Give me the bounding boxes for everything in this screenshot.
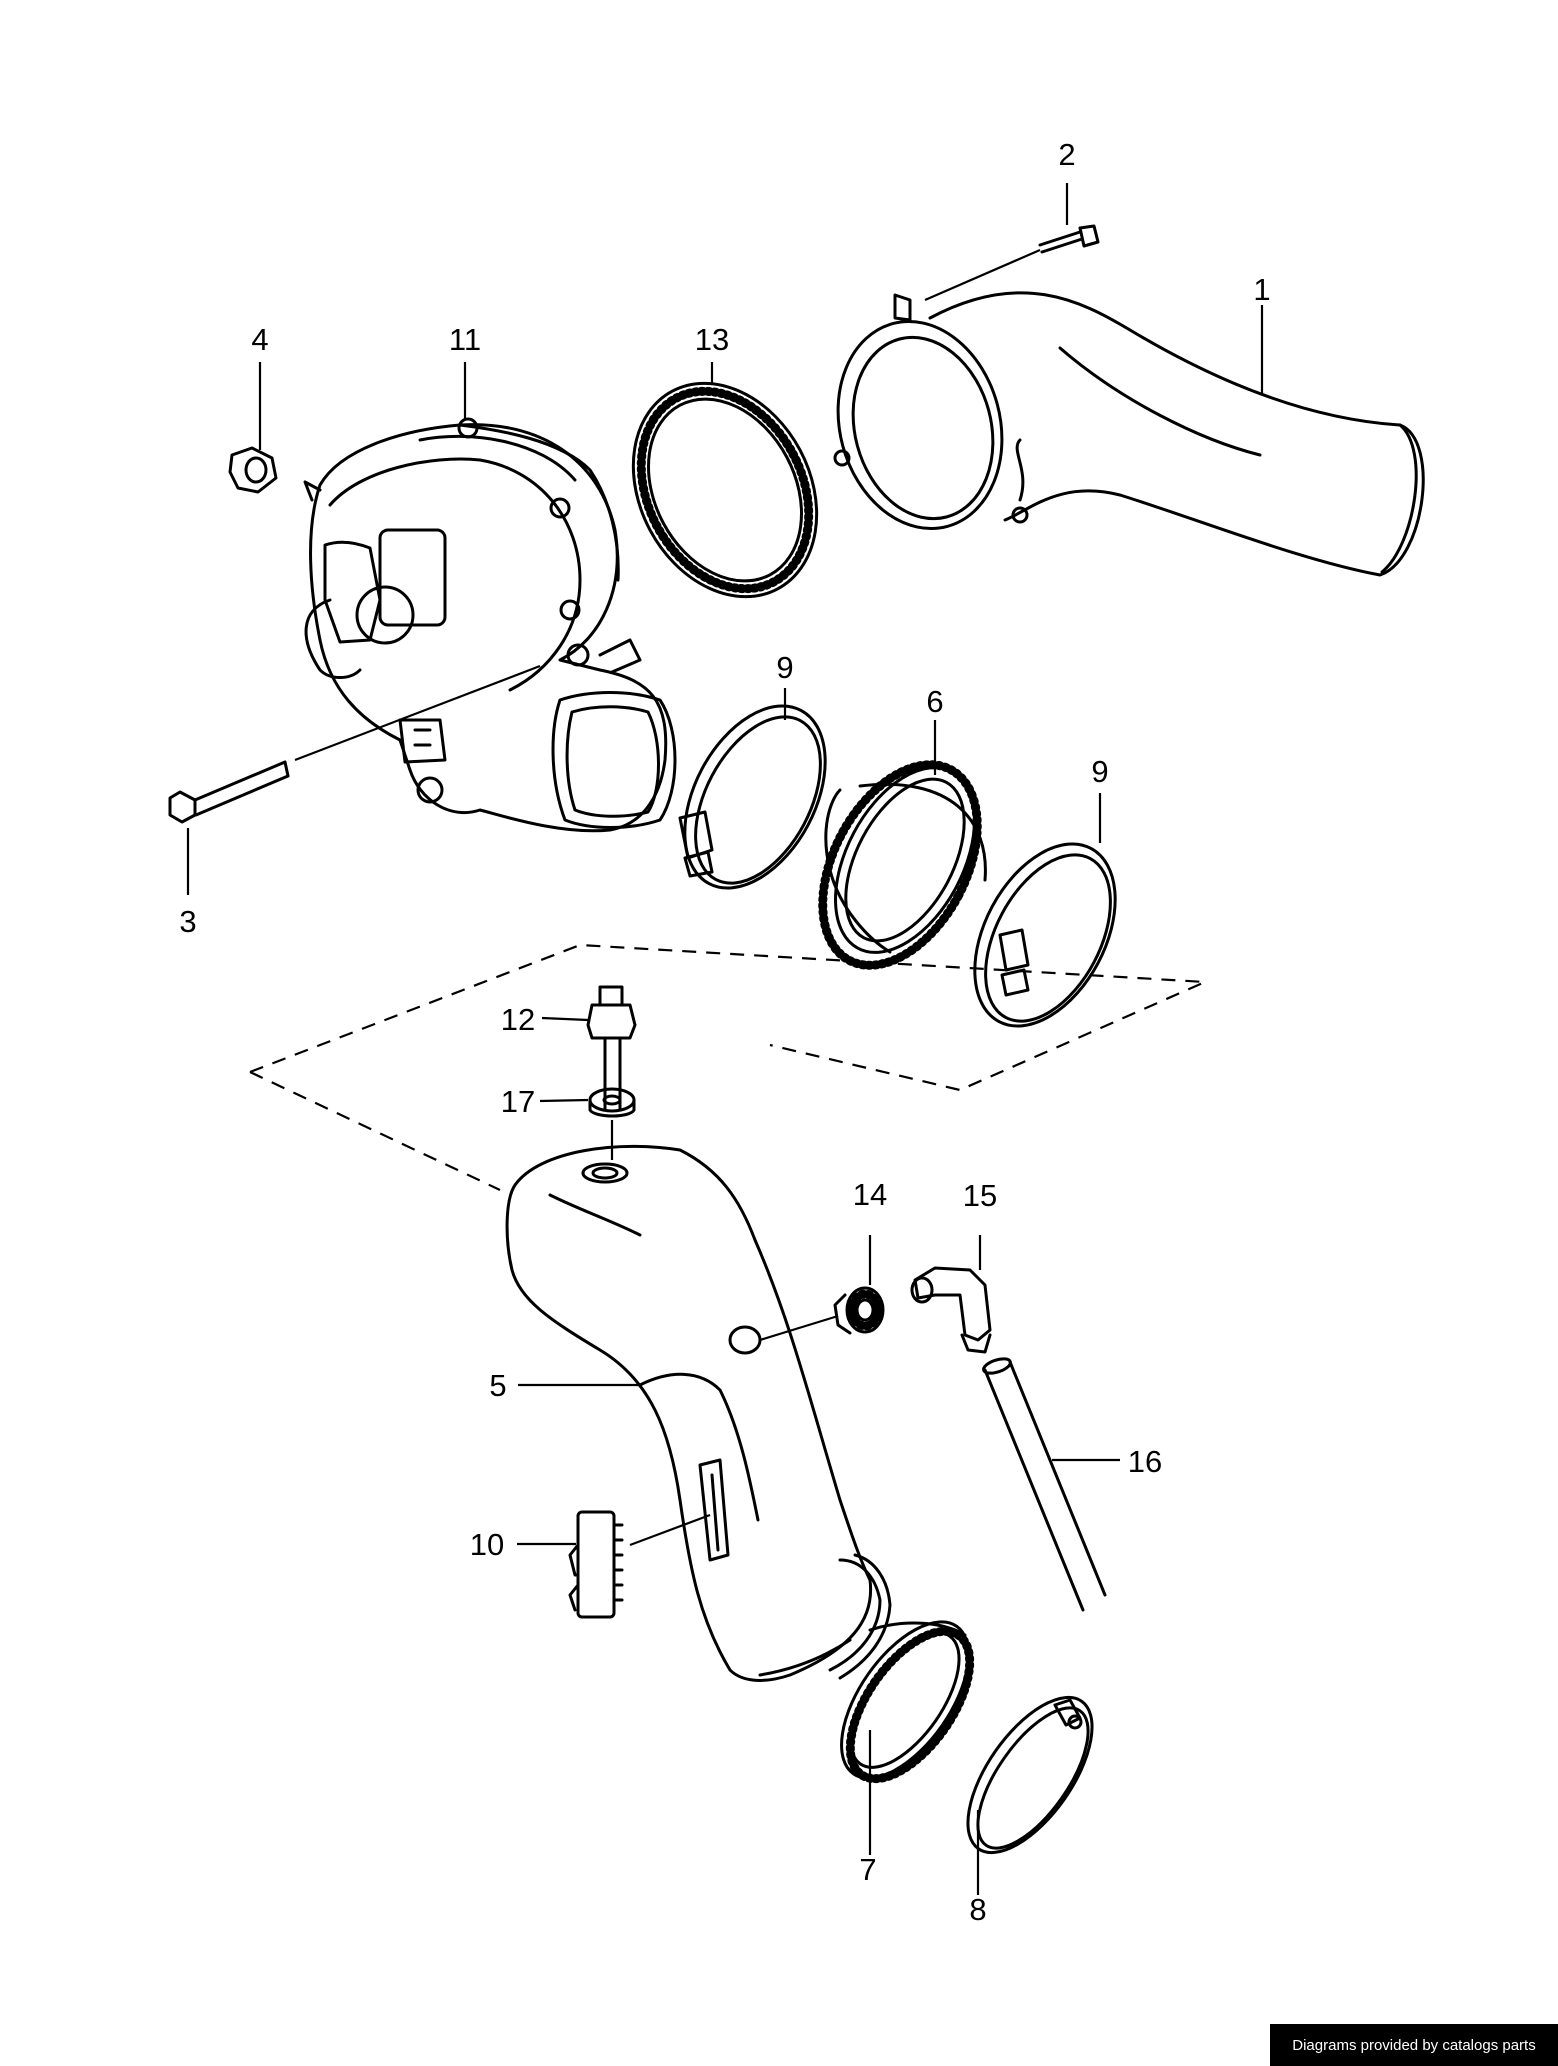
- part-5-duct[interactable]: [505, 1144, 892, 1682]
- callout-14: 14: [853, 1177, 887, 1212]
- part-3-bolt[interactable]: [168, 664, 541, 824]
- callout-labels: 1 2 3 4 5 6 7 8 9 9 10 11 12 13 14 15 16…: [179, 137, 1270, 1927]
- part-6-sleeve[interactable]: [791, 739, 1009, 992]
- leader-10-to-5: [629, 1513, 711, 1547]
- callout-16: 16: [1128, 1444, 1162, 1479]
- callout-10: 10: [470, 1527, 504, 1562]
- part-17-washer[interactable]: [588, 1087, 636, 1118]
- callout-7: 7: [859, 1852, 876, 1887]
- callout-17: 17: [501, 1084, 535, 1119]
- callout-3: 3: [179, 904, 196, 939]
- callout-4: 4: [251, 322, 268, 357]
- part-4-nut[interactable]: [228, 446, 278, 494]
- part-2-bolt[interactable]: [924, 224, 1100, 302]
- part-15-elbow[interactable]: [910, 1266, 992, 1354]
- callout-6: 6: [926, 684, 943, 719]
- callout-leaders: [186, 183, 1264, 1895]
- callout-9-a: 9: [776, 650, 793, 685]
- callout-12: 12: [501, 1002, 535, 1037]
- callout-2: 2: [1058, 137, 1075, 172]
- part-9-clamp-b[interactable]: [946, 820, 1144, 1049]
- callout-15: 15: [963, 1178, 997, 1213]
- leader-14-to-5: [759, 1314, 839, 1342]
- part-16-hose[interactable]: [982, 1356, 1107, 1612]
- part-11-blower[interactable]: [303, 417, 677, 833]
- callout-8: 8: [969, 1892, 986, 1927]
- callout-13: 13: [695, 322, 729, 357]
- callout-9-b: 9: [1091, 754, 1108, 789]
- callout-11: 11: [449, 322, 481, 357]
- callout-1: 1: [1253, 272, 1270, 307]
- part-13-gasket[interactable]: [597, 351, 852, 629]
- credit-banner: Diagrams provided by catalogs parts: [1270, 2024, 1558, 2066]
- part-8-clamp[interactable]: [944, 1677, 1116, 1873]
- callout-5: 5: [489, 1368, 506, 1403]
- part-9-clamp-a[interactable]: [656, 682, 854, 911]
- assembly-dashed-outline: [249, 943, 1206, 1191]
- part-14-grommet[interactable]: [833, 1286, 885, 1335]
- part-10-connector[interactable]: [568, 1510, 624, 1619]
- part-7-sleeve[interactable]: [817, 1600, 994, 1799]
- part-1-air-duct[interactable]: [816, 291, 1425, 577]
